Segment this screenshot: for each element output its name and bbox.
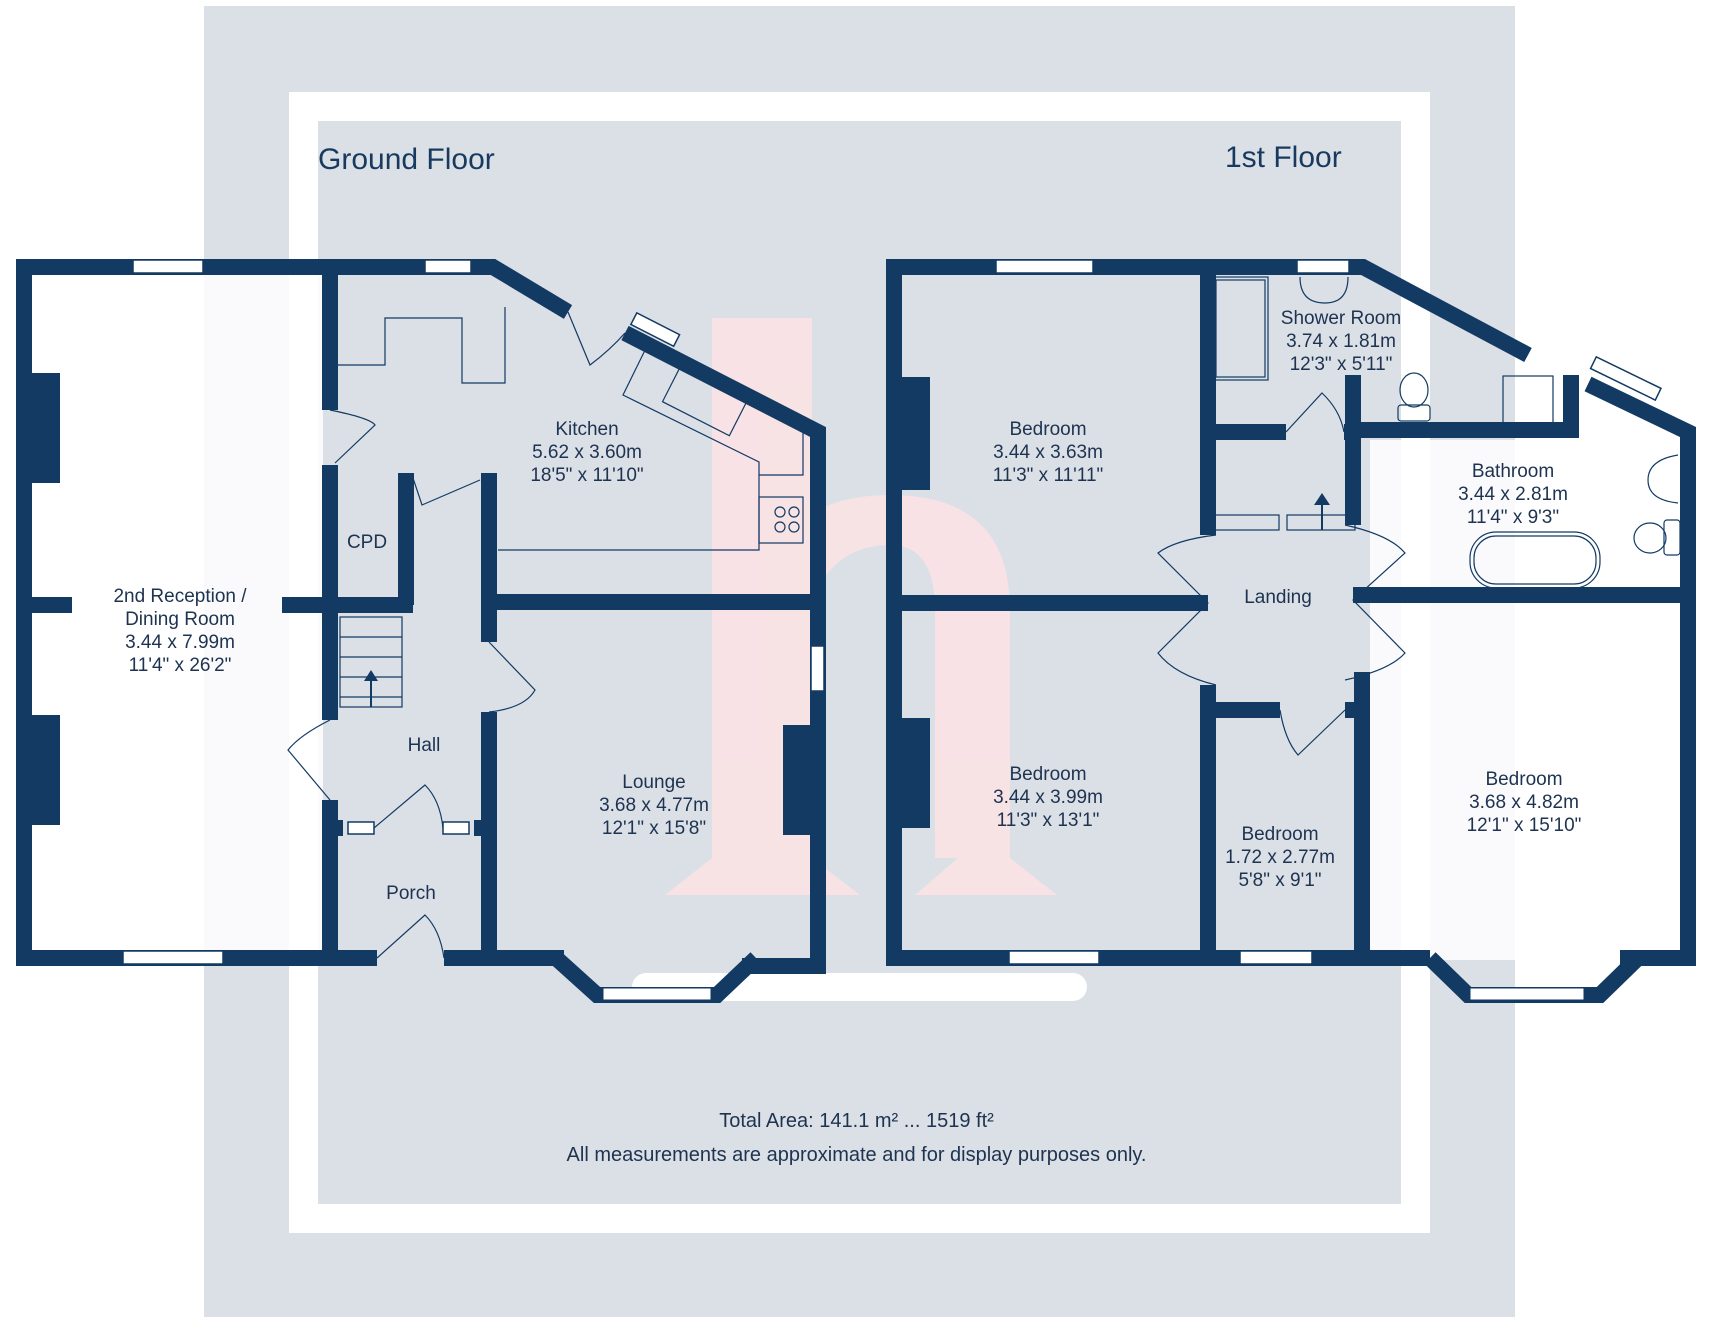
room-label-reception: 2nd Reception / Dining Room 3.44 x 7.99m… <box>113 585 246 677</box>
room-name-line1: 2nd Reception / <box>113 586 247 607</box>
stairs-up-arrow-icon <box>364 670 378 681</box>
room-name: Landing <box>1244 587 1312 608</box>
room-imperial: 12'1" x 15'10" <box>1466 815 1582 836</box>
room-imperial: 11'4" x 9'3" <box>1466 507 1560 528</box>
room-metric: 3.68 x 4.82m <box>1469 792 1579 813</box>
room-imperial: 18'5" x 11'10" <box>530 465 644 486</box>
room-label-lounge: Lounge 3.68 x 4.77m 12'1" x 15'8" <box>599 771 709 840</box>
room-imperial: 12'3" x 5'11" <box>1289 354 1393 375</box>
room-label-cpd: CPD <box>347 531 387 554</box>
room-metric: 1.72 x 2.77m <box>1225 847 1335 868</box>
room-metric: 3.44 x 3.99m <box>993 787 1103 808</box>
room-name: CPD <box>346 532 388 553</box>
first-floor-plan <box>886 259 1696 1003</box>
room-metric: 3.44 x 3.63m <box>993 442 1103 463</box>
room-name: Porch <box>386 883 436 904</box>
room-label-bedroom-4: Bedroom 3.68 x 4.82m 12'1" x 15'10" <box>1467 768 1582 837</box>
room-name: Bedroom <box>1009 764 1087 785</box>
total-area: Total Area: 141.1 m² ... 1519 ft² <box>719 1110 994 1132</box>
room-metric: 3.74 x 1.81m <box>1286 331 1396 352</box>
room-label-shower-room: Shower Room 3.74 x 1.81m 12'3" x 5'11" <box>1281 307 1401 376</box>
room-metric: 3.68 x 4.77m <box>599 795 709 816</box>
room-imperial: 5'8" x 9'1" <box>1238 870 1322 891</box>
room-imperial: 12'1" x 15'8" <box>601 818 707 839</box>
ground-floor-title: Ground Floor <box>318 143 495 176</box>
room-metric: 3.44 x 7.99m <box>125 632 235 653</box>
room-label-bedroom-1: Bedroom 3.44 x 3.63m 11'3" x 11'11" <box>993 418 1104 487</box>
room-metric: 3.44 x 2.81m <box>1458 484 1568 505</box>
first-floor-title: 1st Floor <box>1225 141 1342 174</box>
room-label-landing: Landing <box>1244 586 1312 609</box>
room-label-porch: Porch <box>386 882 436 905</box>
room-name: Lounge <box>622 772 686 793</box>
room-name: Kitchen <box>555 419 619 440</box>
room-label-bedroom-3: Bedroom 1.72 x 2.77m 5'8" x 9'1" <box>1225 823 1335 892</box>
room-label-bathroom: Bathroom 3.44 x 2.81m 11'4" x 9'3" <box>1458 460 1568 529</box>
background-frame-inner <box>318 121 1401 1204</box>
room-imperial: 11'4" x 26'2" <box>128 655 232 676</box>
room-imperial: 11'3" x 11'11" <box>992 465 1104 486</box>
disclaimer: All measurements are approximate and for… <box>566 1144 1147 1166</box>
room-name-line2: Dining Room <box>125 609 235 630</box>
stairs-up-arrow-icon <box>1314 493 1330 505</box>
room-imperial: 11'3" x 13'1" <box>996 810 1100 831</box>
room-name: Bedroom <box>1009 419 1087 440</box>
caption-bar <box>632 973 1087 1001</box>
room-metric: 5.62 x 3.60m <box>532 442 642 463</box>
room-name: Bedroom <box>1485 769 1563 790</box>
room-name: Bedroom <box>1241 824 1319 845</box>
room-name: Shower Room <box>1280 308 1402 329</box>
room-label-bedroom-2: Bedroom 3.44 x 3.99m 11'3" x 13'1" <box>993 763 1103 832</box>
ground-floor-plan <box>16 259 826 1003</box>
room-name: Hall <box>407 735 441 756</box>
room-label-hall: Hall <box>408 734 441 757</box>
room-label-kitchen: Kitchen 5.62 x 3.60m 18'5" x 11'10" <box>530 418 643 487</box>
room-name: Bathroom <box>1471 461 1555 482</box>
